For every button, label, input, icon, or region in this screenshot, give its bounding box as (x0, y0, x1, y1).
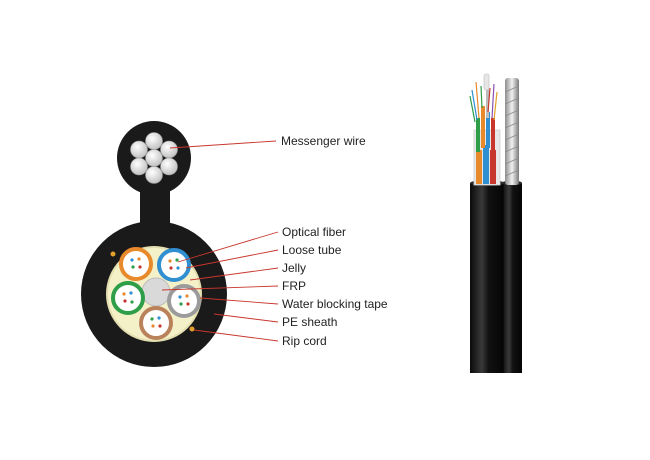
loose-tubes-photo (476, 86, 495, 152)
main-jacket (470, 183, 504, 373)
steel-messenger-wire (505, 78, 519, 185)
frp-center (141, 277, 171, 307)
label-messenger-wire: Messenger wire (281, 134, 366, 148)
leader-lines (161, 140, 279, 342)
loose-tube-blue (157, 248, 191, 282)
cable-photo (469, 73, 522, 373)
rip-cord-top (110, 251, 116, 257)
loose-tube-grey (167, 284, 201, 318)
loose-tube-orange (119, 247, 153, 281)
label-optical-fiber: Optical fiber (282, 225, 347, 239)
label-frp: FRP (282, 279, 306, 293)
loose-tube-brown (139, 306, 173, 340)
rip-cord-bottom (189, 326, 195, 332)
messenger-jacket-photo (502, 183, 522, 373)
label-loose-tube: Loose tube (282, 243, 342, 257)
loose-tube-green (111, 281, 145, 315)
cross-section (81, 121, 227, 367)
fibers-photo (469, 75, 498, 123)
optical-fibers (122, 257, 190, 328)
label-water-blocking-tape: Water blocking tape (282, 297, 388, 311)
loose-tubes (111, 247, 201, 340)
messenger-strands (130, 132, 178, 184)
label-pe-sheath: PE sheath (282, 315, 338, 329)
label-rip-cord: Rip cord (282, 334, 327, 348)
frp-rod (483, 73, 490, 91)
label-jelly: Jelly (282, 261, 307, 275)
